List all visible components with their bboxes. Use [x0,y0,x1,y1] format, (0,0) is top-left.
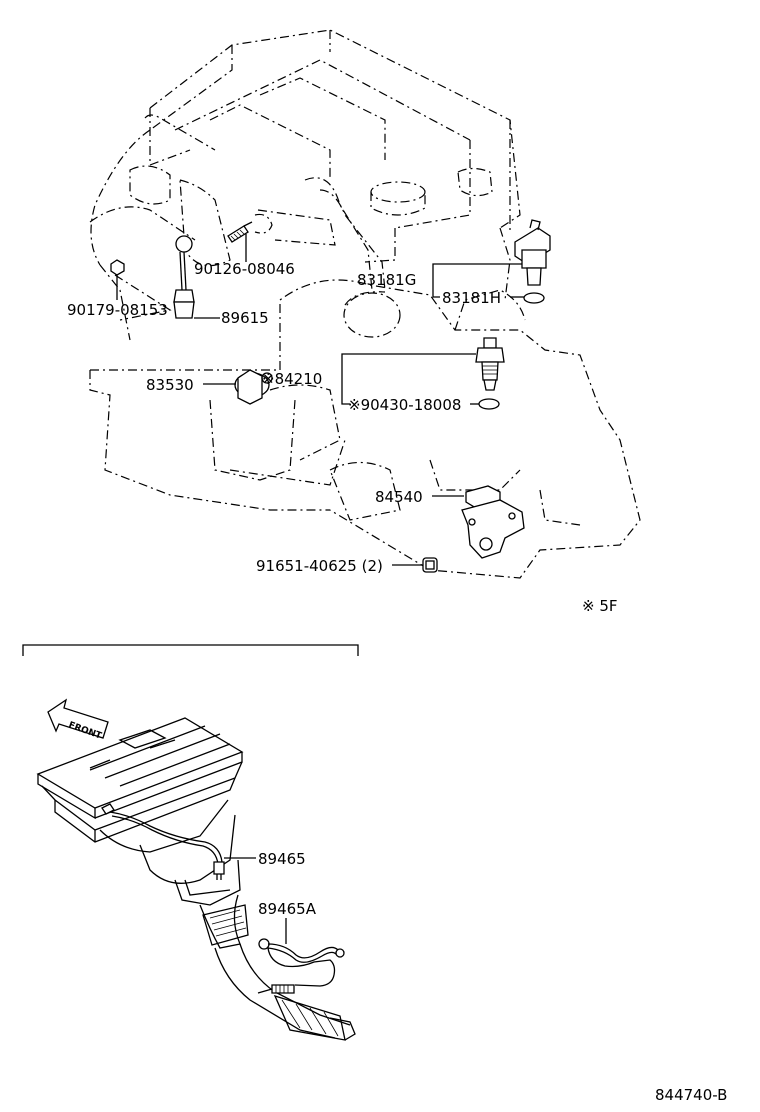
bolt-91651-icon [422,557,438,573]
leader-lines-lower [224,857,287,944]
oxygen-sensor-89465a-icon [257,938,345,994]
sensor-89615-icon [173,235,195,319]
engine-outline [89,29,641,579]
callout-83181h: 83181H [442,289,501,307]
callout-90126: 90126-08046 [194,260,295,278]
callout-89615: 89615 [221,309,269,327]
footnote-mark: ※ 5F [582,597,618,615]
sender-84210-icon [475,337,505,391]
callout-91651: 91651-40625 (2) [256,557,383,575]
callout-84210: ※84210 [262,370,322,388]
bolt-90126-icon [227,221,253,243]
callout-89465a: 89465A [258,900,317,918]
callout-84540: 84540 [375,488,423,506]
callout-90179: 90179-08153 [67,301,168,319]
callout-90430: ※90430-18008 [348,396,461,414]
gasket-90430-icon [478,398,500,410]
switch-83530-icon [234,369,273,405]
front-arrow-icon: FRONT [47,698,109,742]
callout-89465: 89465 [258,850,306,868]
sensor-83181g-icon [514,219,551,286]
callout-83530: 83530 [146,376,194,394]
diagram-id: 844740-B [655,1086,727,1104]
oring-83181h-icon [523,292,545,304]
section-divider [22,644,359,656]
leader-lines-upper [116,234,524,566]
oxygen-sensor-89465-icon [101,803,225,880]
exhaust-manifold [36,717,356,1041]
callout-83181g: 83181G [357,271,416,289]
switch-84540-icon [461,485,525,559]
nut-90179-icon [110,259,125,276]
